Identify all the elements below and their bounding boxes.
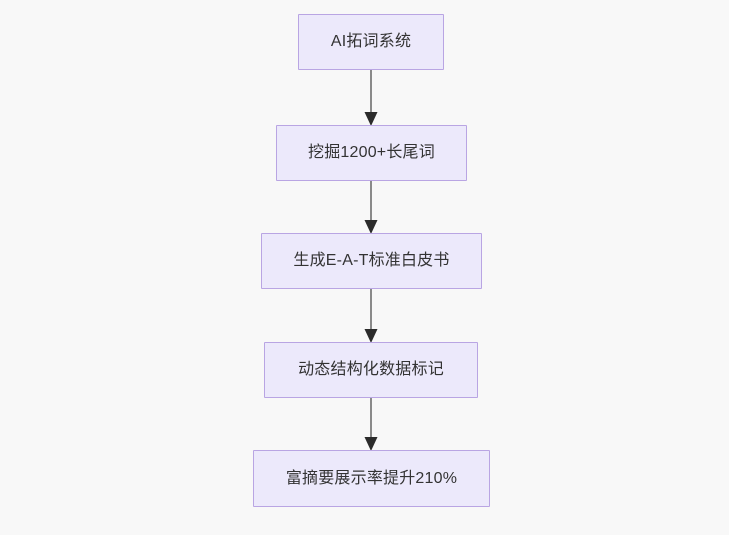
flowchart-node-rich-snippet-rate-increase[interactable]: 富摘要展示率提升210% (253, 450, 490, 507)
edge-n3-n4 (364, 289, 378, 343)
edge-n1-n2 (364, 70, 378, 126)
node-label: 生成E-A-T标准白皮书 (293, 252, 450, 269)
edge-n4-n5 (364, 398, 378, 451)
node-label: AI拓词系统 (330, 33, 412, 50)
node-label: 挖掘1200+长尾词 (308, 144, 435, 161)
node-label: 富摘要展示率提升210% (285, 469, 458, 487)
flowchart-node-dynamic-structured-data-markup[interactable]: 动态结构化数据标记 (264, 342, 478, 398)
node-label: 动态结构化数据标记 (298, 361, 444, 378)
flowchart-node-generate-eat-whitepaper[interactable]: 生成E-A-T标准白皮书 (261, 233, 482, 289)
flowchart-node-mine-longtail-keywords[interactable]: 挖掘1200+长尾词 (276, 125, 467, 181)
edge-n2-n3 (364, 181, 378, 234)
flowchart-node-ai-keyword-system[interactable]: AI拓词系统 (298, 14, 444, 70)
